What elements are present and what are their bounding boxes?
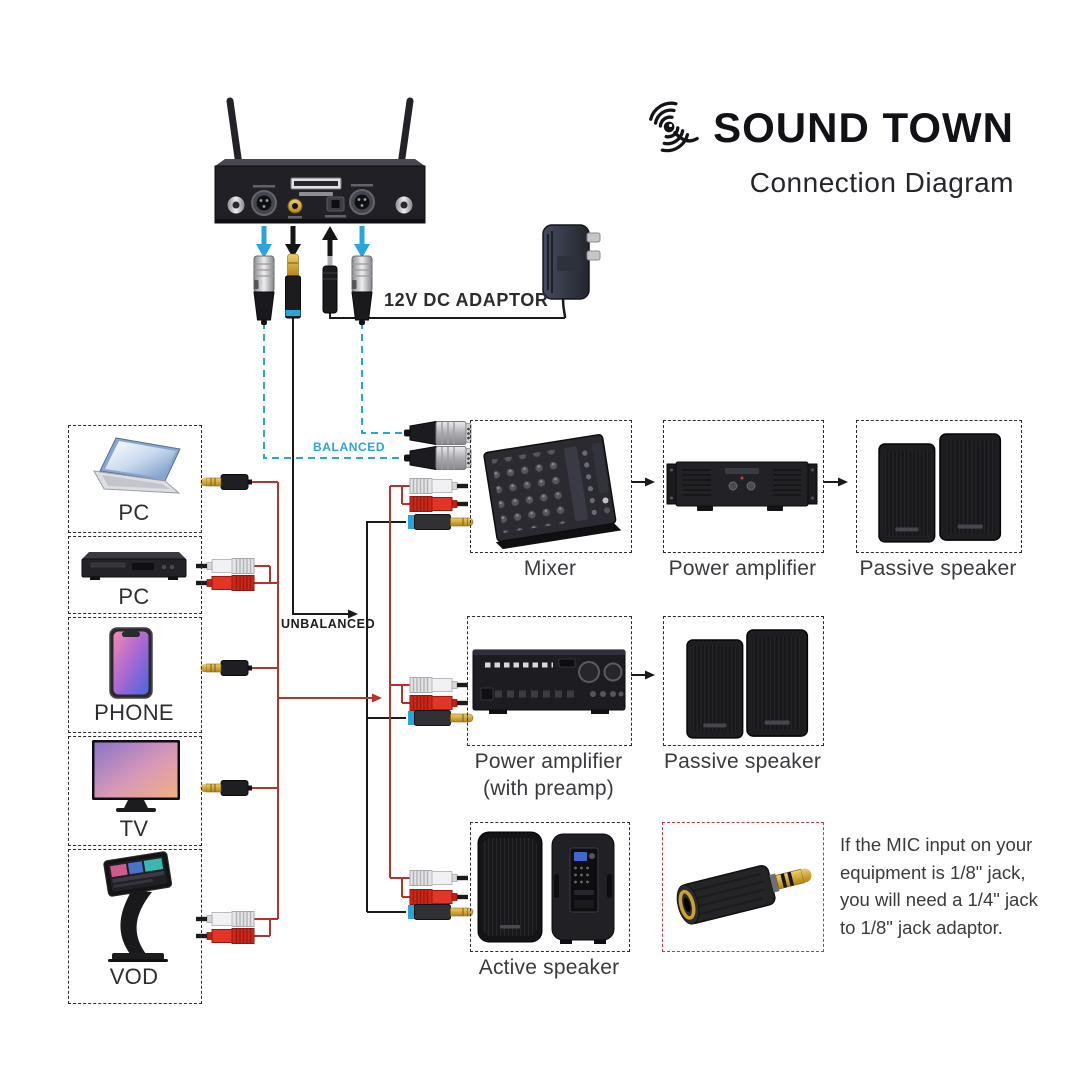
aux-plug-icon: [199, 779, 253, 797]
rca-white-plug-icon: [195, 910, 255, 928]
red-cable-lines: [248, 481, 410, 937]
source-label-tv: TV: [119, 816, 149, 841]
rca-red-plug-icon: [409, 888, 469, 906]
jack-adaptor-illustration: [676, 865, 812, 925]
sound-town-logo-icon: [643, 94, 701, 161]
rca-red-plug-icon: [409, 694, 469, 712]
xlr-male-connector-icon: [403, 420, 472, 446]
jack-adaptor-box: [662, 822, 824, 952]
power-amplifier-label: Power amplifier: [668, 557, 817, 580]
black-cable-lines: [292, 313, 848, 913]
preamp-amplifier-sublabel: (with preamp): [483, 777, 614, 800]
active-speaker-label: Active speaker: [478, 956, 620, 979]
dc-power-plug-icon: [322, 256, 338, 314]
aux-plug-icon: [199, 659, 253, 677]
tv-illustration: [92, 740, 180, 812]
rca-white-plug-icon: [409, 676, 469, 694]
adaptor-note-line: equipment is 1/8" jack,: [840, 861, 1026, 883]
passive-speaker-label-2: Passive speaker: [663, 750, 822, 773]
vod-kiosk-illustration: [103, 851, 173, 962]
phone-illustration: [109, 627, 153, 699]
preamp-amplifier-label: Power amplifier: [474, 750, 623, 773]
dc-adaptor-illustration: [542, 224, 601, 319]
receiver-port-arrows: [256, 226, 370, 258]
mixer-box: [470, 420, 632, 553]
xlr-male-connector-icon: [403, 445, 472, 471]
quarter-inch-plug-icon: [407, 903, 474, 921]
source-label-phone: PHONE: [94, 700, 174, 725]
quarter-inch-plug-up-icon: [285, 253, 301, 319]
rca-red-plug-icon: [195, 574, 255, 592]
aux-plug-icon: [199, 473, 253, 491]
rca-white-plug-icon: [409, 869, 469, 887]
adaptor-note-line: If the MIC input on your: [840, 834, 1033, 855]
preamp-amplifier-illustration: [472, 649, 626, 714]
passive-speaker-label-1: Passive speaker: [859, 557, 1017, 580]
media-player-illustration: [81, 552, 187, 580]
laptop-illustration: [93, 437, 181, 494]
power-amplifier-illustration: [666, 461, 818, 511]
rca-white-plug-icon: [409, 477, 469, 495]
quarter-inch-plug-icon: [407, 513, 474, 531]
power-amplifier-box: [663, 420, 824, 553]
rca-white-plug-icon: [195, 557, 255, 575]
adaptor-note-line: to 1/8" jack adaptor.: [840, 916, 1003, 938]
active-speaker-illustration: [477, 831, 615, 944]
source-label-pc1: PC: [118, 500, 150, 525]
source-label-vod: VOD: [109, 964, 159, 989]
unbalanced-label: UNBALANCED: [281, 617, 376, 631]
mixer-label: Mixer: [523, 557, 577, 580]
xlr-female-connector-icon: [253, 255, 275, 326]
balanced-label: BALANCED: [313, 440, 386, 454]
adaptor-note-line: you will need a 1/4" jack: [840, 889, 1038, 910]
passive-speaker-box-2: [663, 616, 824, 746]
quarter-inch-plug-icon: [407, 709, 474, 727]
source-box-tv: [68, 736, 202, 846]
diagram-subtitle: Connection Diagram: [749, 167, 1014, 198]
source-box-vod: [68, 849, 202, 1004]
mixer-illustration: [483, 434, 622, 550]
rca-red-plug-icon: [195, 927, 255, 945]
brand-name: SOUND TOWN: [713, 103, 1014, 151]
rca-red-plug-icon: [409, 495, 469, 513]
source-box-pc2: [68, 536, 202, 614]
passive-speaker-box-1: [856, 420, 1022, 553]
source-label-pc2: PC: [118, 584, 150, 609]
source-box-pc1: [68, 425, 202, 533]
dc-adaptor-label: 12V DC ADAPTOR: [384, 290, 549, 310]
wireless-receiver-illustration: [214, 97, 426, 224]
brand-header: SOUND TOWN Connection Diagram: [618, 94, 1014, 199]
source-box-phone: [68, 617, 202, 733]
balanced-cable-lines: [263, 322, 404, 459]
xlr-female-connector-icon: [351, 255, 373, 326]
preamp-amplifier-box: [467, 616, 632, 746]
active-speaker-box: [470, 822, 630, 952]
adaptor-note: If the MIC input on your equipment is 1/…: [840, 831, 1050, 941]
